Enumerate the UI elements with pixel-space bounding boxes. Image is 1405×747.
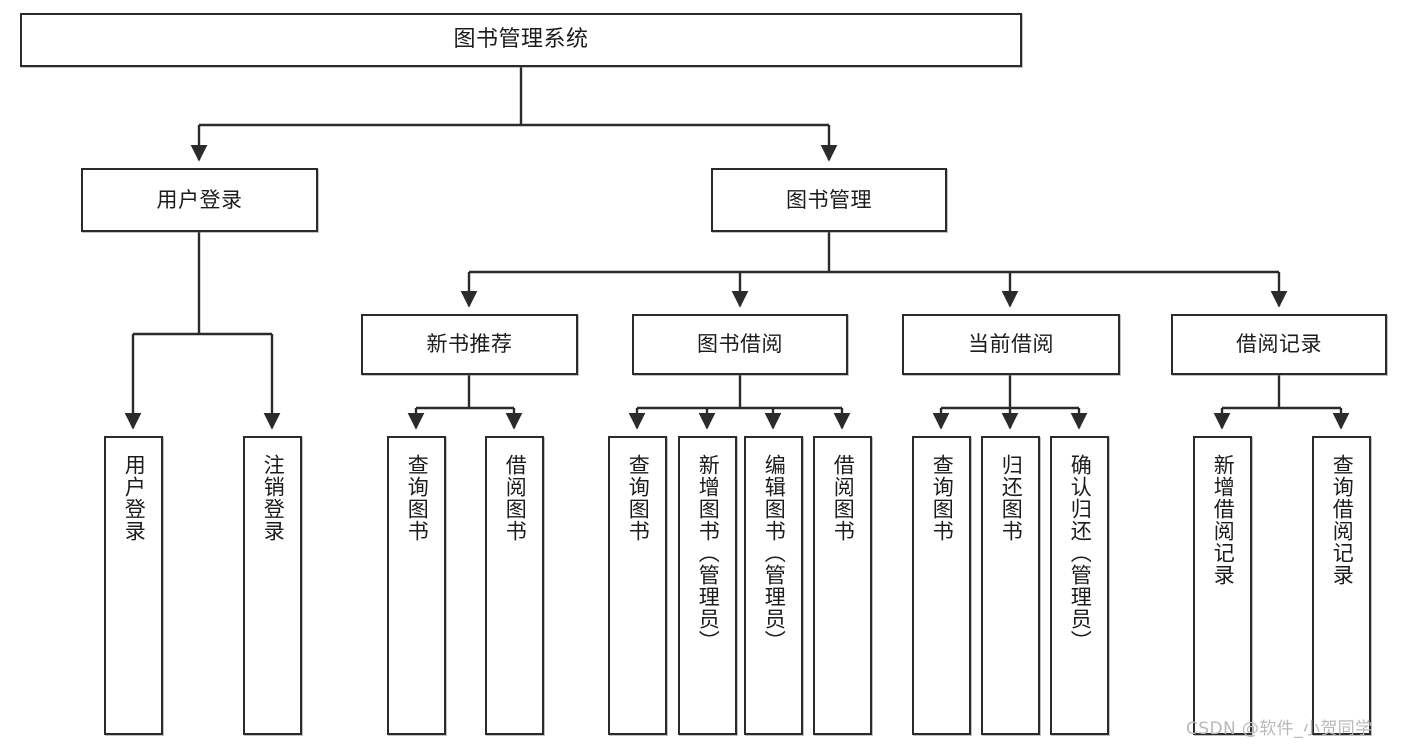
node-current-borrowing[interactable]: 当前借阅 [902,314,1120,375]
node-leaf-add-book[interactable]: 新增图书（管理员） [678,436,737,735]
node-label: 当前借阅 [968,332,1054,357]
node-root-book-management-system[interactable]: 图书管理系统 [20,13,1022,67]
node-label: 图书管理 [786,187,872,212]
node-label: 新书推荐 [426,332,513,357]
node-label: 用户登录 [122,454,147,542]
node-label: 借阅图书 [831,454,856,542]
node-leaf-logout[interactable]: 注销登录 [243,436,302,735]
node-leaf-query-book-1[interactable]: 查询图书 [387,436,446,735]
node-label: 新增图书（管理员） [696,454,721,652]
node-new-book-recommendation[interactable]: 新书推荐 [361,314,578,375]
node-label: 图书借阅 [697,332,783,357]
node-label: 注销登录 [261,454,286,542]
csdn-watermark: CSDN @软件_小贺同学 [1186,719,1373,739]
node-leaf-query-book-2[interactable]: 查询图书 [608,436,667,735]
node-leaf-query-borrow-record[interactable]: 查询借阅记录 [1312,436,1371,735]
node-label: 用户登录 [156,187,243,212]
node-label: 查询图书 [405,454,430,542]
node-book-management[interactable]: 图书管理 [711,168,947,232]
node-leaf-add-borrow-record[interactable]: 新增借阅记录 [1193,436,1252,735]
node-leaf-query-book-3[interactable]: 查询图书 [912,436,971,735]
node-label: 查询借阅记录 [1330,454,1355,586]
node-label: 新增借阅记录 [1211,454,1236,586]
node-book-borrowing[interactable]: 图书借阅 [632,314,848,375]
node-leaf-borrow-book-2[interactable]: 借阅图书 [813,436,872,735]
node-label: 查询图书 [930,454,955,542]
node-leaf-return-book[interactable]: 归还图书 [981,436,1040,735]
node-label: 确认归还（管理员） [1068,454,1093,652]
node-label: 编辑图书（管理员） [762,454,787,652]
node-user-login[interactable]: 用户登录 [81,168,318,232]
node-label: 图书管理系统 [453,27,589,53]
node-leaf-confirm-return[interactable]: 确认归还（管理员） [1050,436,1109,735]
node-leaf-borrow-book-1[interactable]: 借阅图书 [485,436,544,735]
node-label: 借阅图书 [503,454,528,542]
node-label: 借阅记录 [1236,332,1322,357]
node-label: 查询图书 [626,454,651,542]
node-leaf-user-login[interactable]: 用户登录 [104,436,163,735]
node-leaf-edit-book[interactable]: 编辑图书（管理员） [744,436,803,735]
node-label: 归还图书 [999,454,1024,542]
node-borrowing-record[interactable]: 借阅记录 [1171,314,1387,375]
